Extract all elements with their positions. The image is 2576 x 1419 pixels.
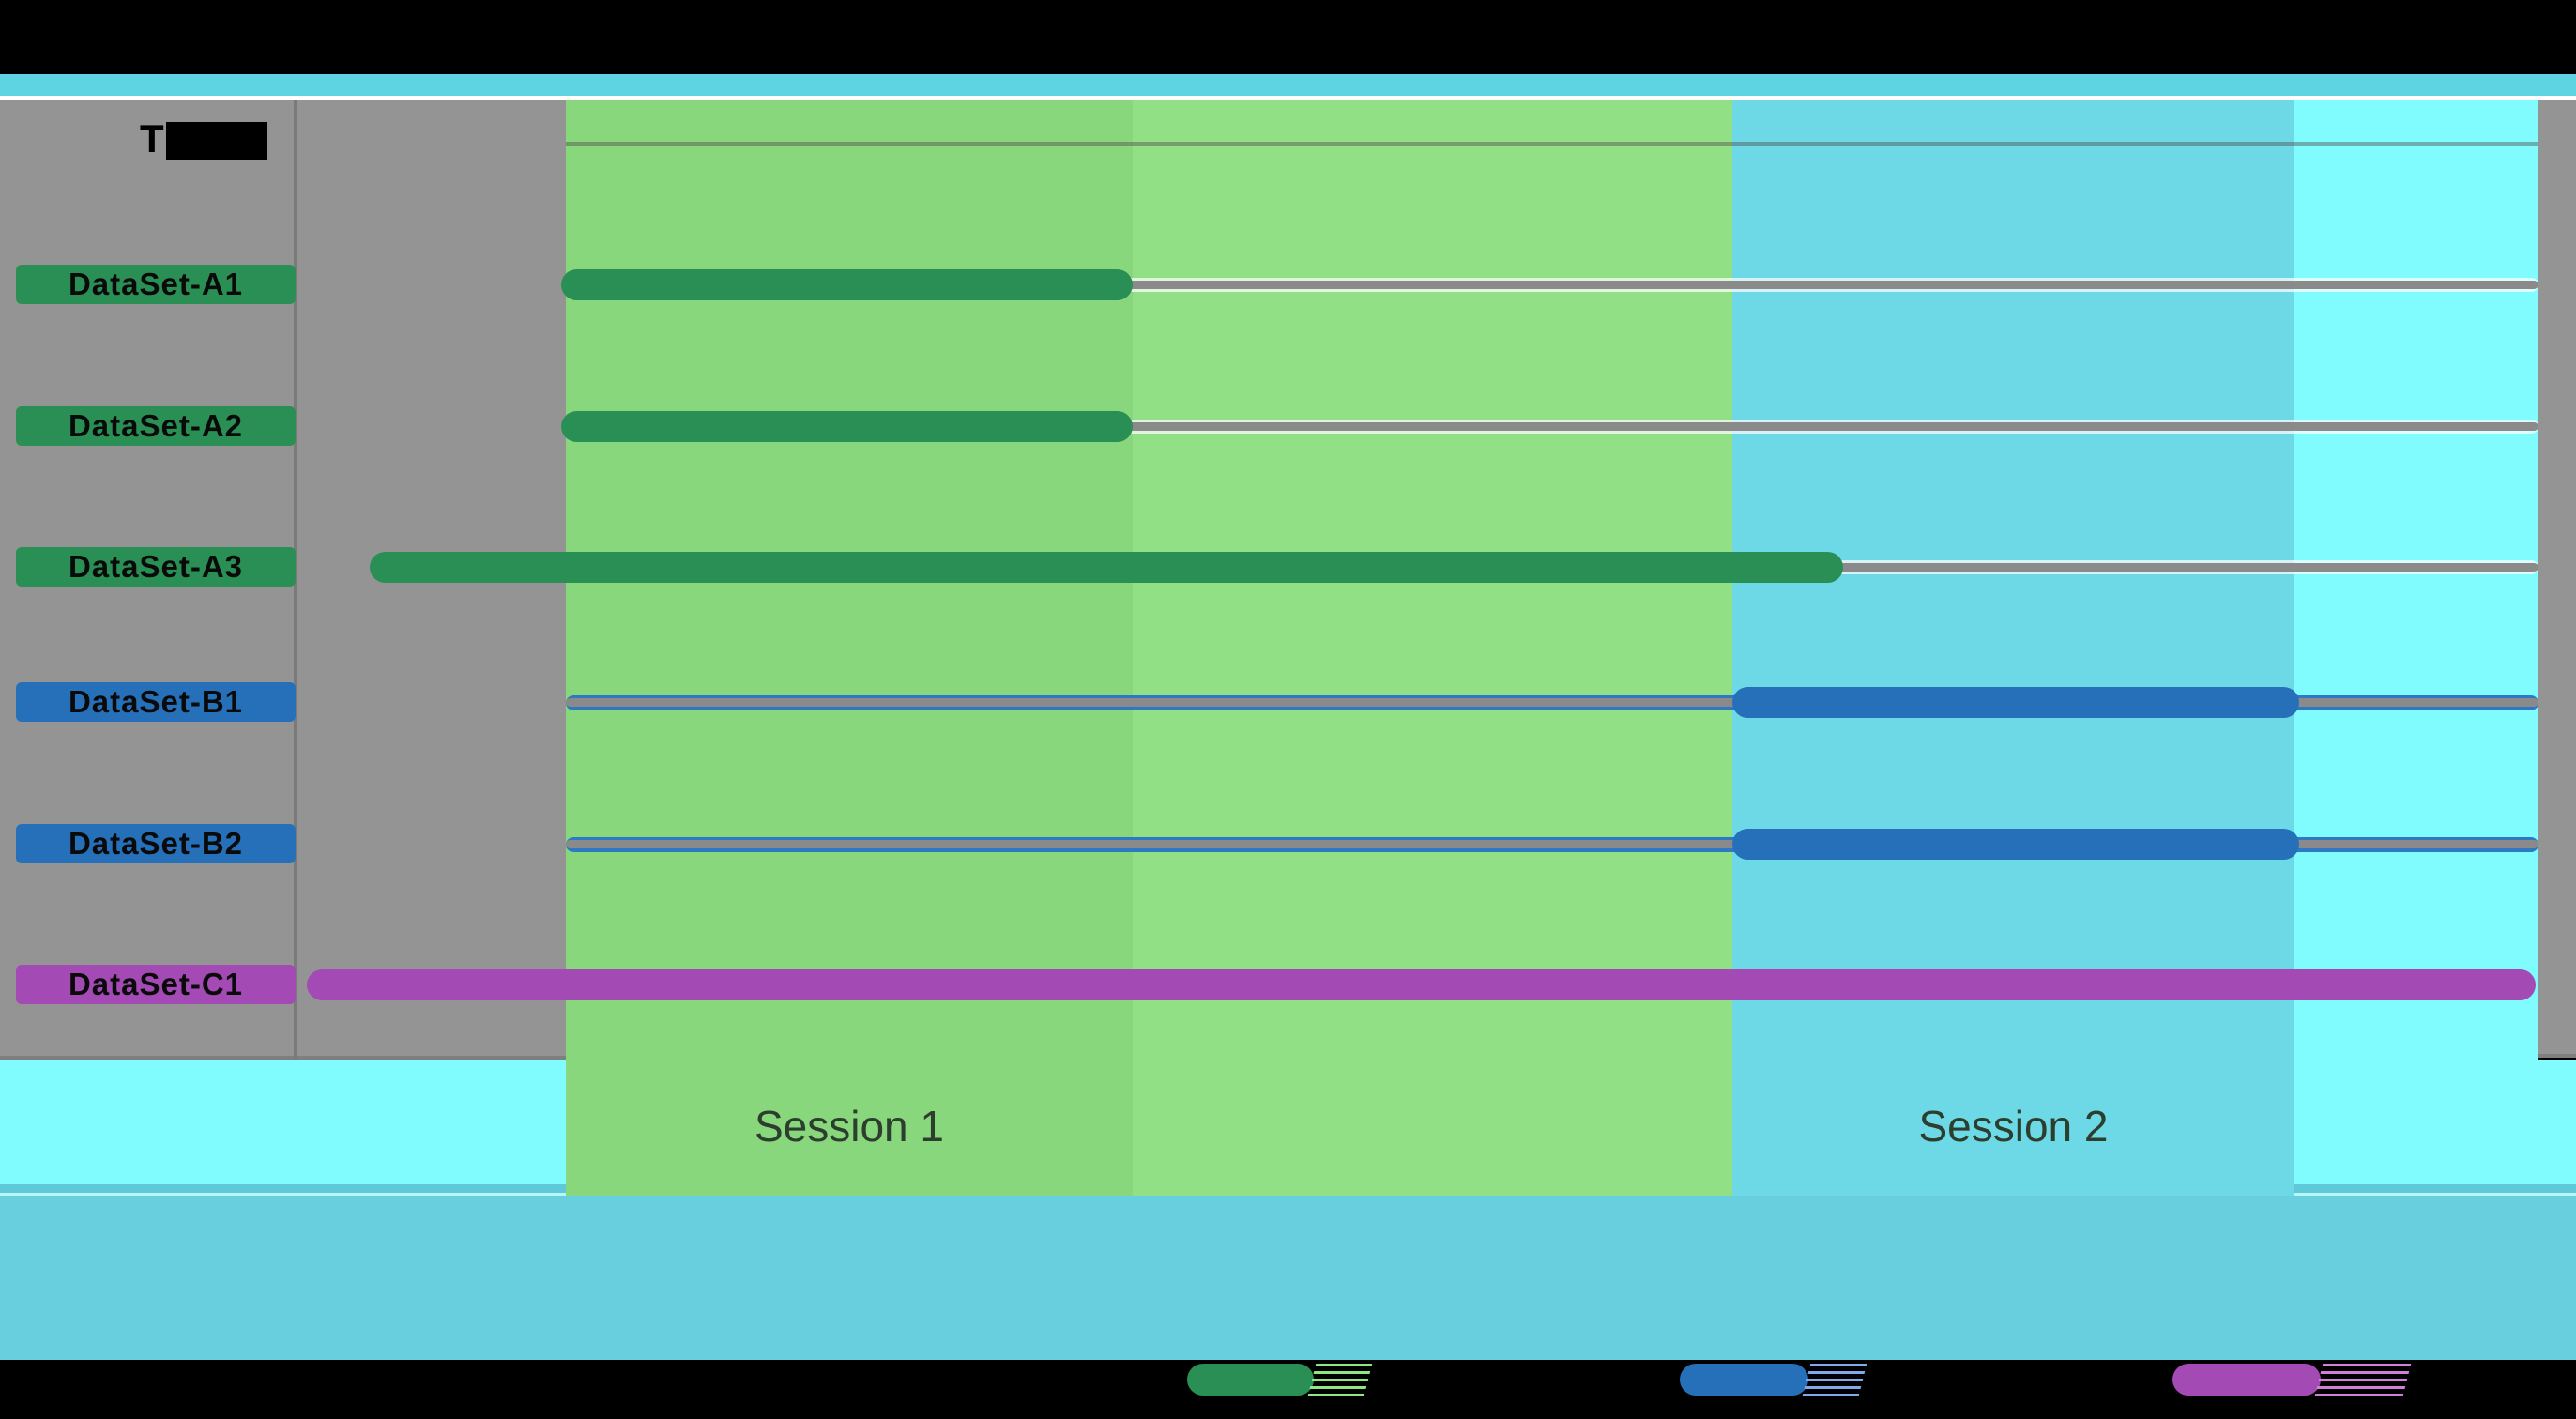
pale-bottom-strip: [0, 1184, 566, 1193]
row-label-text: DataSet-A2: [68, 408, 244, 443]
row-label-dataset-c1: DataSet-C1: [16, 965, 296, 1004]
session1b-band-lower: [1133, 1060, 1732, 1196]
pale-aqua-column: [2294, 100, 2538, 1060]
row-label-text: DataSet-C1: [68, 967, 244, 1001]
bar-dataset-c1[interactable]: [307, 969, 2536, 1000]
session-band-left-pale: [0, 1060, 566, 1196]
row-label-dataset-b1: DataSet-B1: [16, 682, 296, 722]
pale-bottom-strip: [2294, 1184, 2576, 1193]
header-gridline: [566, 142, 2538, 146]
pale-bottom-line: [0, 1193, 566, 1196]
top-black-bar: [0, 0, 2576, 74]
right-gray-column: [2538, 100, 2576, 1058]
row1-track: [566, 281, 2538, 289]
legend-series-a-streak: [1307, 1364, 1373, 1396]
legend-series-c-swatch[interactable]: [2172, 1364, 2321, 1396]
bar-dataset-a1[interactable]: [561, 269, 1133, 300]
legend-series-b-streak: [1802, 1364, 1867, 1396]
top-cyan-strip: [0, 74, 2576, 96]
legend-series-c-streak: [2314, 1364, 2412, 1396]
session1-label-text: Session 1: [754, 1102, 944, 1151]
bar-dataset-b1[interactable]: [1732, 687, 2299, 718]
session1-label: Session 1: [566, 1100, 1133, 1152]
row-label-dataset-a1: DataSet-A1: [16, 265, 296, 304]
row-label-text: DataSet-B1: [68, 684, 244, 719]
session2-label-text: Session 2: [1918, 1102, 2109, 1151]
legend-series-b-swatch[interactable]: [1680, 1364, 1808, 1396]
session1-band-lower: [566, 1060, 1133, 1196]
row5-track: [566, 840, 2538, 848]
top-white-line: [0, 96, 2576, 100]
row-label-dataset-b2: DataSet-B2: [16, 824, 296, 863]
row2-track: [566, 422, 2538, 431]
legend-series-a-swatch[interactable]: [1187, 1364, 1314, 1396]
session-band-right-pale: [2294, 1060, 2576, 1196]
session2-band-lower: [1732, 1060, 2294, 1196]
bar-dataset-a2[interactable]: [561, 411, 1133, 442]
row-label-text: DataSet-B2: [68, 826, 244, 861]
bar-dataset-b2[interactable]: [1732, 829, 2299, 860]
row-label-text: DataSet-A1: [68, 267, 244, 301]
bottom-cyan-band: [0, 1196, 2576, 1360]
row4-track: [566, 698, 2538, 707]
axis-header-redaction-box: [165, 122, 267, 160]
bar-dataset-a3[interactable]: [370, 552, 1843, 583]
axis-header-visible-letter: T: [140, 116, 164, 160]
axis-header-label: T: [140, 116, 267, 161]
row-label-dataset-a2: DataSet-A2: [16, 406, 296, 446]
row-label-text: DataSet-A3: [68, 549, 244, 584]
row-label-dataset-a3: DataSet-A3: [16, 547, 296, 587]
pale-bottom-line: [2294, 1193, 2576, 1196]
session2-label: Session 2: [1732, 1100, 2294, 1152]
